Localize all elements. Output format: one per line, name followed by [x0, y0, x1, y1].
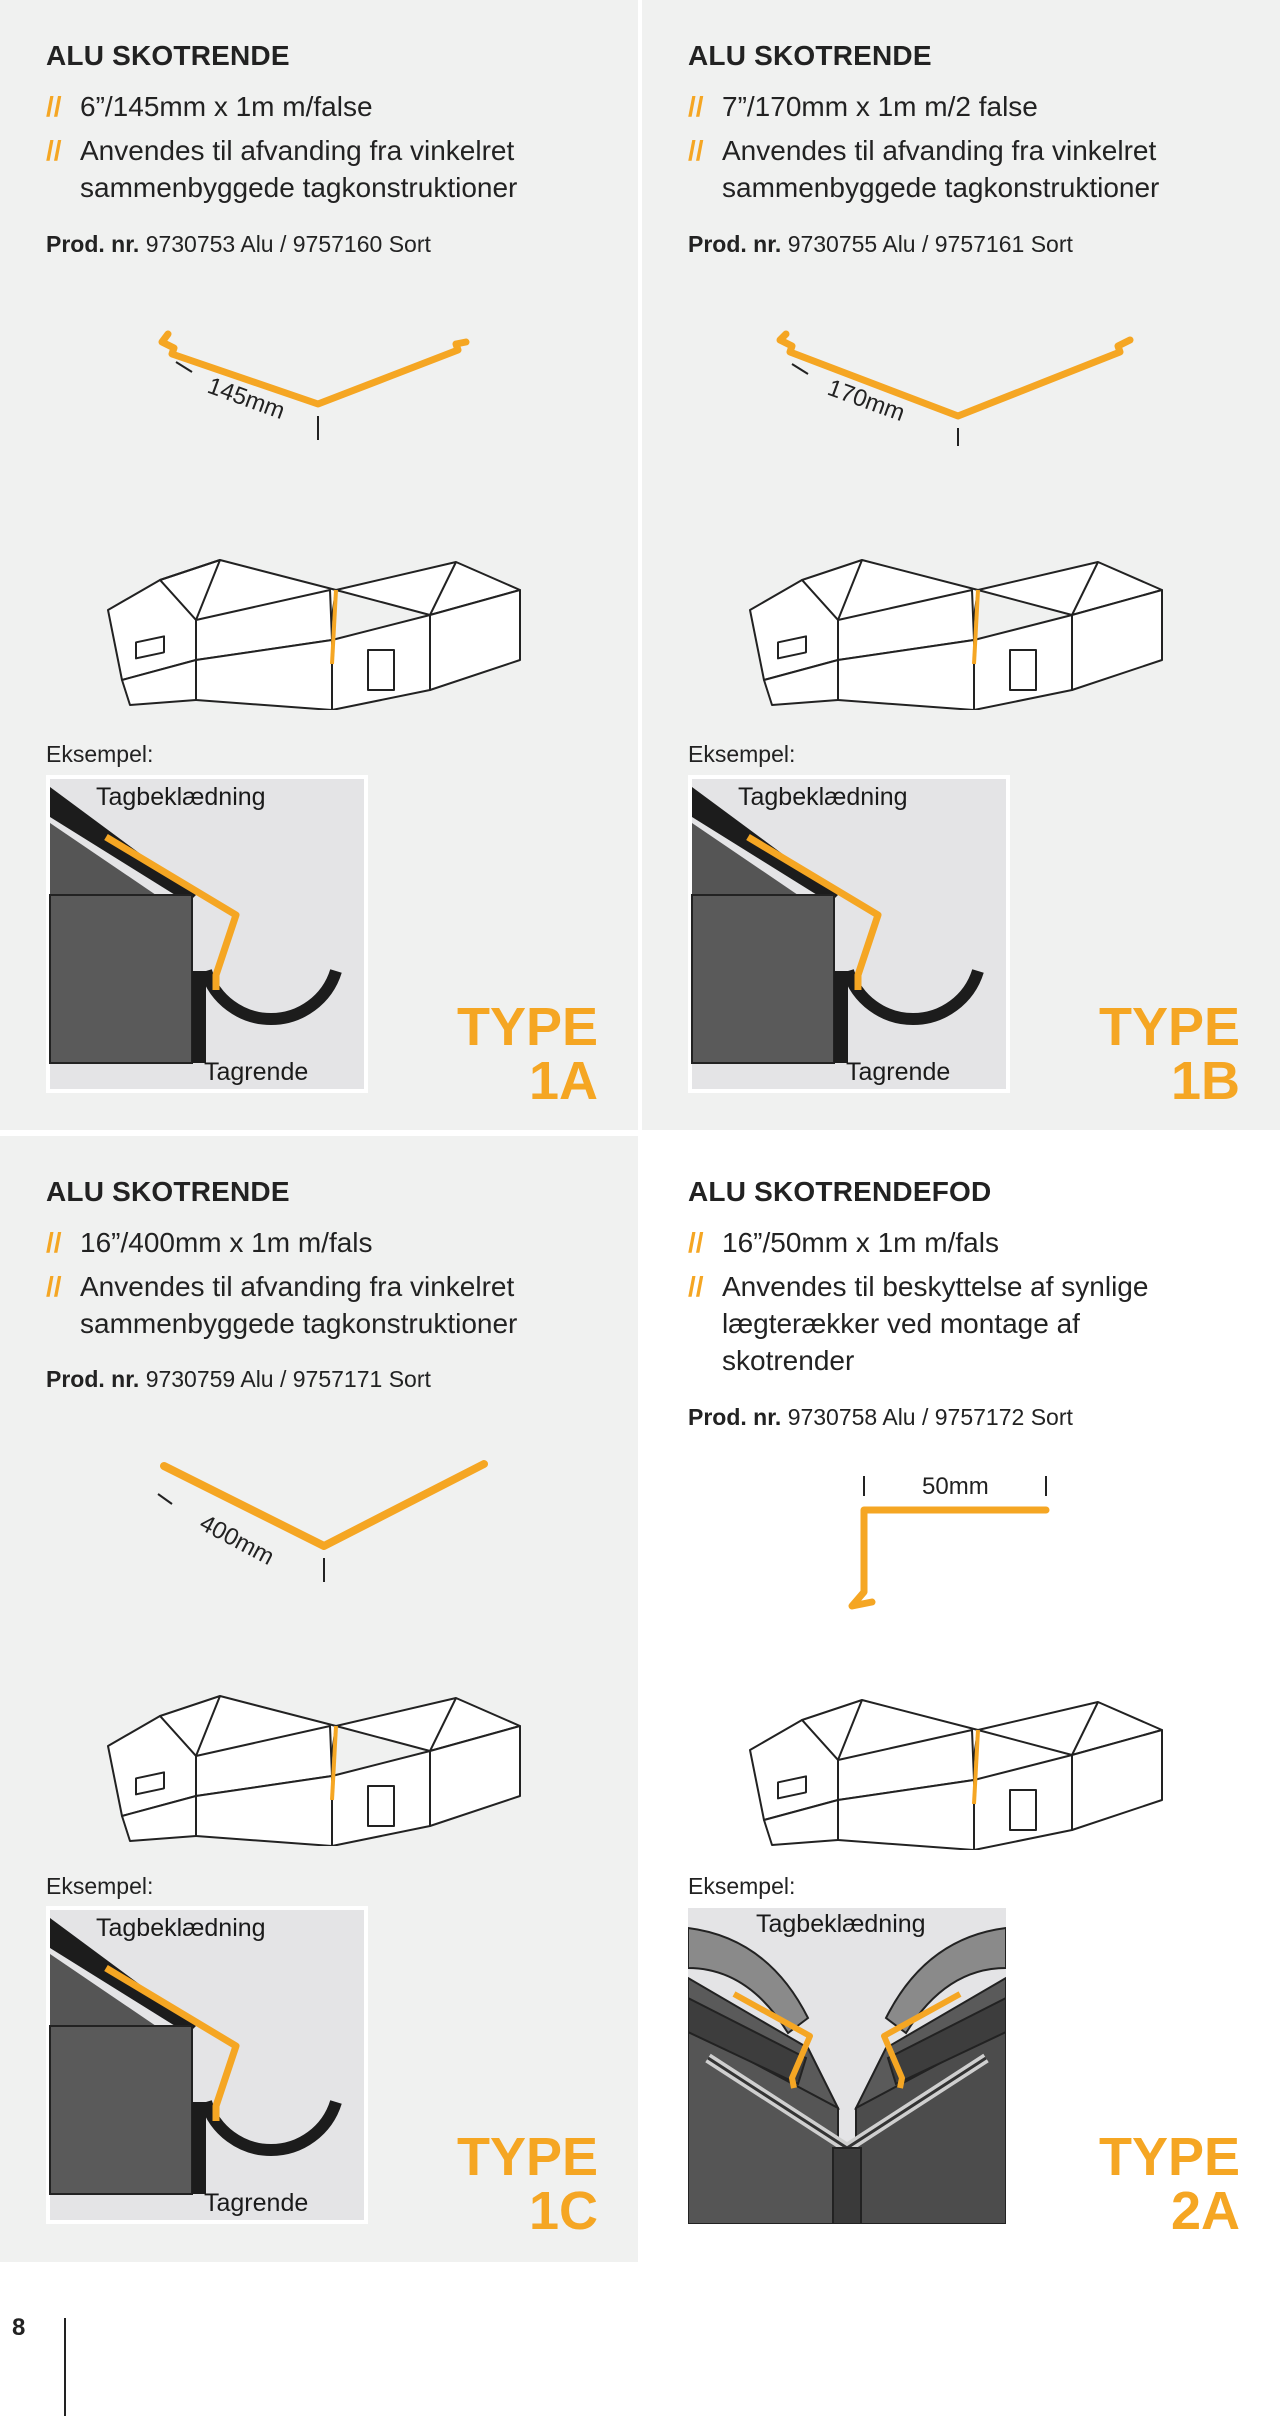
panel-type-1b: ALU SKOTRENDE // 7”/170mm x 1m m/2 false… [642, 0, 1280, 1130]
section-divider [34, 1131, 608, 1136]
bullet-marker: // [46, 1227, 62, 1258]
house-diagram [107, 1695, 521, 1846]
profile-diagram: 170mm [776, 330, 1134, 446]
product-title: ALU SKOTRENDE [46, 40, 290, 71]
bullet-marker: // [46, 1271, 62, 1302]
type-badge: TYPE 1B [1098, 997, 1240, 1111]
roof-label: Tagbeklædning [96, 783, 266, 811]
house-diagram [749, 1699, 1163, 1850]
bullet-marker: // [688, 1227, 704, 1258]
panel-type-1a: ALU SKOTRENDE // 6”/145mm x 1m m/false /… [0, 0, 638, 1130]
example-image: Tagbeklædning Tagrende [688, 775, 1010, 1093]
product-title: ALU SKOTRENDE [46, 1176, 290, 1207]
example-label: Eksempel: [688, 1873, 796, 1899]
gutter-label: Tagrende [846, 1058, 950, 1086]
bullet-marker: // [688, 1271, 704, 1302]
gutter-label: Tagrende [204, 2189, 308, 2217]
bullet-item: // 6”/145mm x 1m m/false [46, 88, 620, 125]
footer-divider [64, 2318, 66, 2416]
house-diagram [749, 559, 1163, 710]
example-image: Tagbeklædning Tagrende [46, 1906, 368, 2224]
bullet-item: // Anvendes til afvanding fra vinkelret … [688, 132, 1262, 206]
example-label: Eksempel: [46, 1873, 154, 1899]
bullet-item: // 7”/170mm x 1m m/2 false [688, 88, 1262, 125]
bullet-marker: // [46, 91, 62, 122]
example-image: Tagbeklædning [688, 1908, 1006, 2224]
example-label: Eksempel: [46, 741, 154, 767]
column-divider [638, 30, 642, 1110]
example-label: Eksempel: [688, 741, 796, 767]
panel-type-1c: ALU SKOTRENDE // 16”/400mm x 1m m/fals /… [0, 1136, 638, 2262]
type-badge: TYPE 2A [1098, 2127, 1240, 2241]
bullet-item: // 16”/50mm x 1m m/fals [688, 1224, 1262, 1261]
bullet-item: // Anvendes til beskyttelse af synlige l… [688, 1268, 1202, 1379]
product-title: ALU SKOTRENDEFOD [688, 1176, 992, 1207]
bullet-marker: // [688, 135, 704, 166]
dimension-label: 50mm [922, 1473, 989, 1500]
roof-label: Tagbeklædning [756, 1910, 926, 1938]
panel-type-2a: ALU SKOTRENDEFOD // 16”/50mm x 1m m/fals… [642, 1136, 1280, 2262]
bullet-item: // Anvendes til afvanding fra vinkelret … [46, 132, 620, 206]
product-number: Prod. nr. 9730759 Alu / 9757171 Sort [46, 1366, 431, 1392]
product-number: Prod. nr. 9730753 Alu / 9757160 Sort [46, 231, 431, 257]
type-badge: TYPE 1C [456, 2127, 598, 2241]
bullet-marker: // [46, 135, 62, 166]
roof-label: Tagbeklædning [738, 783, 908, 811]
house-diagram [107, 559, 521, 710]
page-number: 8 [12, 2314, 26, 2341]
profile-diagram: 145mm [158, 330, 470, 440]
profile-diagram: 400mm [157, 1460, 488, 1582]
product-number: Prod. nr. 9730758 Alu / 9757172 Sort [688, 1404, 1073, 1430]
bullet-item: // 16”/400mm x 1m m/fals [46, 1224, 620, 1261]
bullet-marker: // [688, 91, 704, 122]
bullet-item: // Anvendes til afvanding fra vinkelret … [46, 1268, 620, 1342]
gutter-label: Tagrende [204, 1058, 308, 1086]
profile-diagram: 50mm [848, 1473, 1050, 1610]
product-number: Prod. nr. 9730755 Alu / 9757161 Sort [688, 231, 1073, 257]
example-image: Tagbeklædning Tagrende [46, 775, 368, 1093]
type-badge: TYPE 1A [456, 997, 598, 1111]
roof-label: Tagbeklædning [96, 1914, 266, 1942]
product-title: ALU SKOTRENDE [688, 40, 932, 71]
